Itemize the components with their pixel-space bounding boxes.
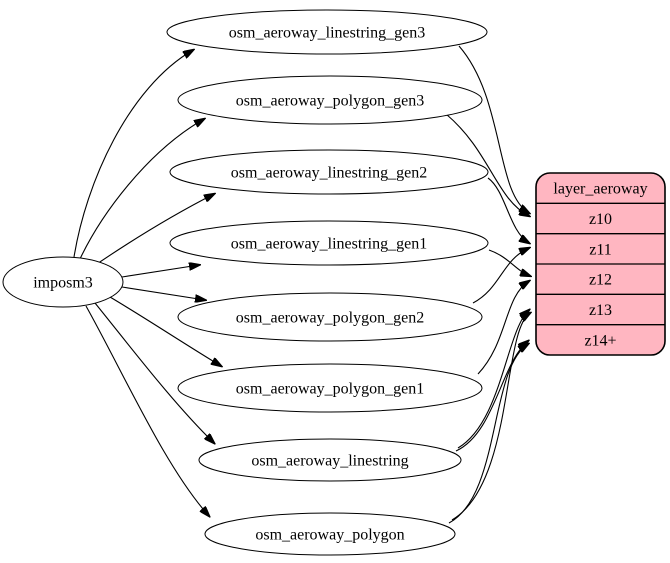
source-node-shape [2,256,124,308]
table-node-label: osm_aeroway_polygon [255,527,404,544]
table-node-label: osm_aeroway_polygon_gen1 [236,381,424,398]
table-node-shape [169,149,489,195]
table-node-shape [177,75,483,125]
table-node-shape [166,9,488,55]
layer-row-label-z10: z10 [589,211,612,228]
table-node-shape [198,438,462,482]
edge-osm_aeroway_polygon-to-z14+ [448,344,528,524]
table-node-label: osm_aeroway_polygon_gen3 [236,93,424,110]
edge-imposm3-to-osm_aeroway_polygon [85,305,209,516]
edge-osm_aeroway_linestring_gen1-to-z12 [488,249,530,276]
edge-osm_aeroway_polygon-to-z13 [451,313,530,521]
edge-imposm3-to-osm_aeroway_polygon_gen2 [121,286,205,300]
table-node-shape [177,292,483,342]
edge-osm_aeroway_polygon_gen2-to-z11 [472,248,529,304]
table-node-osm_aeroway_polygon: osm_aeroway_polygon [204,512,456,556]
table-node-label: osm_aeroway_linestring [251,453,408,470]
nodes-layer: imposm3 osm_aeroway_linestring_gen3 osm_ae… [2,9,489,556]
layer-node-title: layer_aeroway [553,181,647,198]
layer-node-group: layer_aeroway z10 z11 z12 z13 z14+ [535,172,666,356]
table-node-shape [169,220,489,266]
table-node-osm_aeroway_linestring_gen3: osm_aeroway_linestring_gen3 [166,9,488,55]
edge-osm_aeroway_polygon_gen3-to-z10 [445,113,529,216]
edge-imposm3-to-osm_aeroway_linestring [94,302,214,443]
edge-imposm3-to-osm_aeroway_linestring_gen3 [73,50,193,258]
table-node-osm_aeroway_polygon_gen1: osm_aeroway_polygon_gen1 [177,363,483,413]
source-node-imposm3: imposm3 [2,256,124,308]
layer-row-label-z14+: z14+ [584,332,616,349]
table-node-osm_aeroway_linestring: osm_aeroway_linestring [198,438,462,482]
layer-row-label-z13: z13 [589,302,612,319]
table-node-shape [204,512,456,556]
edge-imposm3-to-osm_aeroway_linestring_gen1 [121,265,199,278]
table-node-osm_aeroway_linestring_gen1: osm_aeroway_linestring_gen1 [169,220,489,266]
table-node-label: osm_aeroway_polygon_gen2 [236,310,424,327]
table-node-shape [177,363,483,413]
table-node-osm_aeroway_polygon_gen3: osm_aeroway_polygon_gen3 [177,75,483,125]
table-node-label: osm_aeroway_linestring_gen3 [229,25,425,42]
edge-imposm3-to-osm_aeroway_linestring_gen2 [90,194,214,269]
table-node-osm_aeroway_polygon_gen2: osm_aeroway_polygon_gen2 [177,292,483,342]
layer-row-label-z12: z12 [589,272,612,289]
edge-osm_aeroway_polygon_gen1-to-z12 [477,281,529,375]
layer-row-label-z11: z11 [589,241,612,258]
edge-osm_aeroway_linestring_gen2-to-z11 [487,177,529,243]
edges-layer [73,45,530,524]
table-node-label: osm_aeroway_linestring_gen2 [231,165,427,182]
table-node-label: osm_aeroway_linestring_gen1 [231,236,427,253]
edge-imposm3-to-osm_aeroway_polygon_gen1 [109,296,221,366]
edge-imposm3-to-osm_aeroway_polygon_gen3 [78,119,204,262]
table-node-osm_aeroway_linestring_gen2: osm_aeroway_linestring_gen2 [169,149,489,195]
source-node-label: imposm3 [33,275,93,292]
edge-osm_aeroway_linestring_gen3-to-z10 [458,45,529,213]
